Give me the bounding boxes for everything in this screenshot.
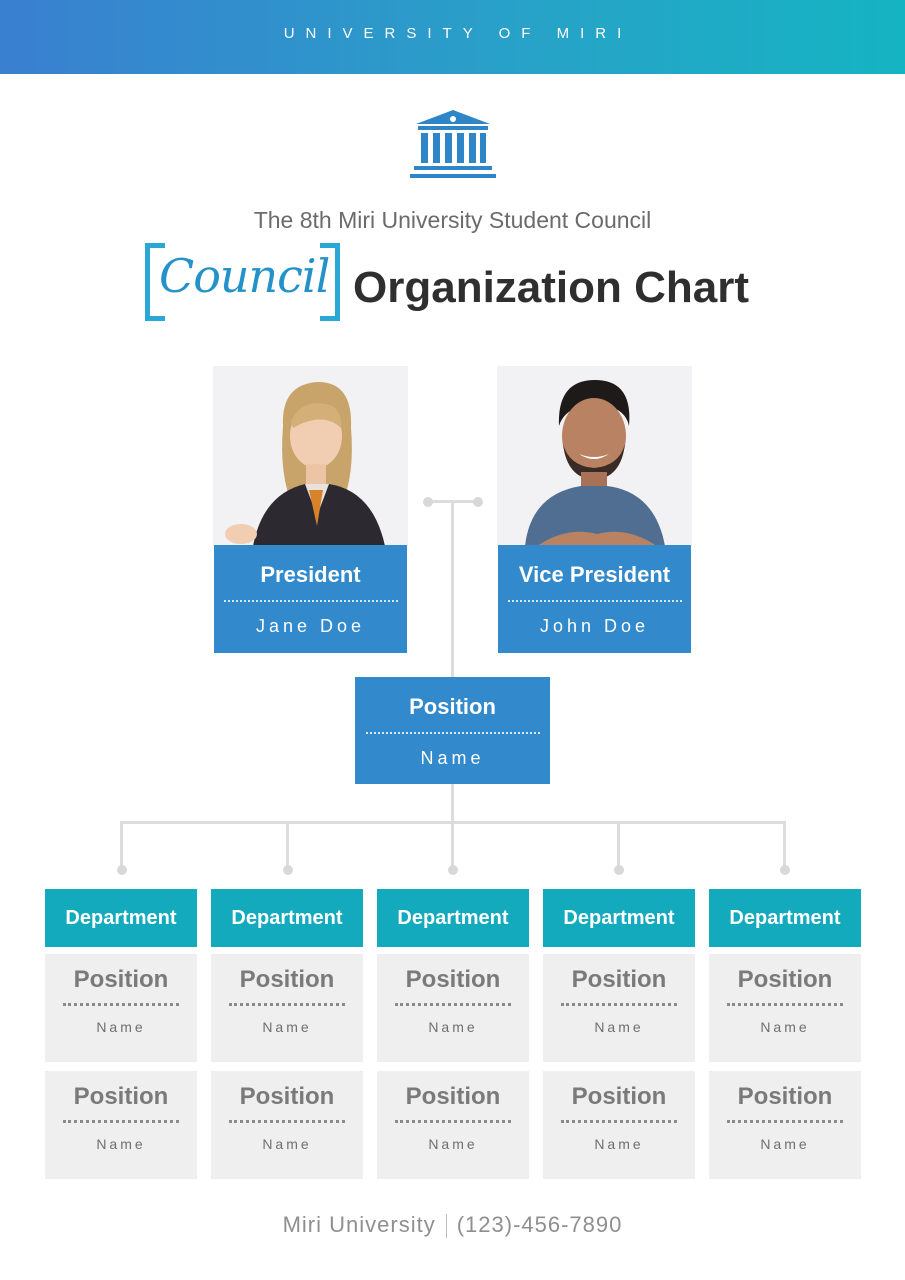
dotted-divider — [223, 600, 398, 602]
council-subtitle: The 8th Miri University Student Council — [253, 207, 652, 233]
position-title: Position — [571, 1083, 667, 1110]
trunk-line-lower — [451, 783, 454, 823]
position-card: Position Name — [211, 954, 363, 1062]
position-card: Position Name — [377, 1071, 529, 1179]
position-name: Name — [262, 1019, 312, 1035]
trunk-line — [451, 500, 454, 678]
connector-dot — [283, 865, 293, 875]
department-header: Department — [709, 889, 861, 947]
leader-role: Vice President — [518, 562, 671, 587]
connector-dot — [473, 497, 483, 507]
position-title: Position — [73, 966, 169, 993]
position-name: Name — [262, 1136, 312, 1152]
department-header: Department — [211, 889, 363, 947]
footer-divider — [445, 1214, 447, 1239]
vice-president-card: Vice President John Doe — [498, 545, 691, 653]
dotted-divider — [63, 1120, 179, 1123]
connector-dot — [117, 865, 127, 875]
position-card: Position Name — [211, 1071, 363, 1179]
position-card: Position Name — [377, 954, 529, 1062]
position-name: Name — [96, 1136, 146, 1152]
position-name: Name — [428, 1136, 478, 1152]
position-card: Position Name — [709, 1071, 861, 1179]
department-drop — [617, 821, 620, 867]
institution-building-icon — [410, 110, 496, 178]
position-name: Name — [594, 1019, 644, 1035]
department-header: Department — [543, 889, 695, 947]
position-title: Position — [737, 966, 833, 993]
dotted-divider — [63, 1003, 179, 1006]
position-name: Name — [428, 1019, 478, 1035]
connector-dot — [448, 865, 458, 875]
banner-title: UNIVERSITY OF MIRI — [283, 25, 633, 42]
president-card: President Jane Doe — [214, 545, 407, 653]
footer-phone: (123)-456-7890 — [456, 1212, 623, 1237]
connector-dot — [780, 865, 790, 875]
position-title: Position — [571, 966, 667, 993]
position-card: Position Name — [543, 954, 695, 1062]
left-bracket — [145, 243, 165, 321]
position-name: Name — [96, 1019, 146, 1035]
department-header: Department — [45, 889, 197, 947]
dotted-divider — [395, 1120, 511, 1123]
footer: Miri University (123)-456-7890 — [0, 1212, 905, 1239]
position-card: Position Name — [709, 954, 861, 1062]
position-name: Name — [760, 1136, 810, 1152]
position-title: Position — [73, 1083, 169, 1110]
position-title: Position — [405, 1083, 501, 1110]
position-card: Position Name — [543, 1071, 695, 1179]
department-drop — [451, 821, 454, 867]
connector-dot — [423, 497, 433, 507]
title-row: Council Organization Chart — [145, 243, 785, 323]
position-name: Name — [594, 1136, 644, 1152]
position-card: Position Name — [45, 1071, 197, 1179]
department-drop — [120, 821, 123, 867]
position-name: Name — [760, 1019, 810, 1035]
dotted-divider — [229, 1120, 345, 1123]
dotted-divider — [395, 1003, 511, 1006]
department-drop — [783, 821, 786, 867]
position-title: Position — [405, 966, 501, 993]
leader-role: Position — [409, 694, 496, 719]
leader-name: Name — [420, 748, 485, 768]
council-word: Council — [159, 249, 330, 303]
top-banner: UNIVERSITY OF MIRI — [0, 0, 905, 74]
vice-president-photo — [497, 366, 692, 546]
center-position-card: Position Name — [355, 677, 550, 784]
dotted-divider — [229, 1003, 345, 1006]
leader-role: President — [260, 562, 361, 587]
position-title: Position — [737, 1083, 833, 1110]
dotted-divider — [727, 1003, 843, 1006]
dotted-divider — [507, 600, 682, 602]
president-photo — [213, 366, 408, 546]
position-card: Position Name — [45, 954, 197, 1062]
connector-dot — [614, 865, 624, 875]
position-title: Position — [239, 1083, 335, 1110]
dotted-divider — [365, 732, 540, 734]
right-bracket — [320, 243, 340, 321]
department-header: Department — [377, 889, 529, 947]
dotted-divider — [727, 1120, 843, 1123]
department-drop — [286, 821, 289, 867]
page-title: Organization Chart — [353, 263, 750, 312]
leader-name: Jane Doe — [255, 616, 366, 636]
dotted-divider — [561, 1003, 677, 1006]
dotted-divider — [561, 1120, 677, 1123]
leader-name: John Doe — [539, 616, 650, 636]
position-title: Position — [239, 966, 335, 993]
footer-org: Miri University — [282, 1212, 436, 1237]
